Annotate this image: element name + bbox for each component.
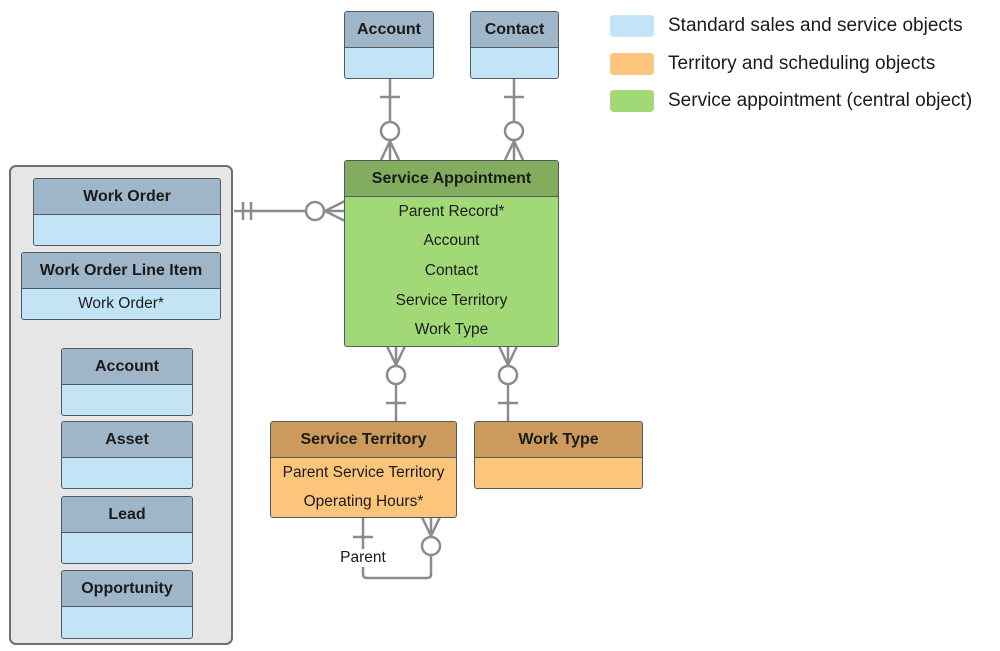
entity-service-territory[interactable]: Service Territory Parent Service Territo… — [270, 421, 457, 518]
entity-title: Work Type — [475, 422, 642, 458]
entity-work-type[interactable]: Work Type — [474, 421, 643, 489]
field-service-territory: Service Territory — [395, 291, 508, 309]
entity-body: Parent Service Territory Operating Hours… — [271, 458, 456, 517]
entity-body: Work Order* — [22, 289, 220, 319]
field-parent-record: Parent Record* — [398, 202, 505, 220]
entity-service-appointment[interactable]: Service Appointment Parent Record* Accou… — [344, 160, 559, 347]
relationship-account-service-appointment — [379, 79, 401, 161]
relationship-service-territory-service-appointment — [385, 345, 407, 421]
entity-title: Lead — [62, 497, 192, 533]
relationship-parent-record-service-appointment — [234, 199, 346, 223]
relationship-work-type-service-appointment — [497, 345, 519, 421]
legend-label: Service appointment (central object) — [668, 90, 973, 111]
entity-title: Account — [62, 349, 192, 385]
legend-item-central: Service appointment (central object) — [610, 89, 972, 113]
legend-label: Standard sales and service objects — [668, 15, 963, 36]
relationship-label-parent: Parent — [334, 549, 392, 567]
legend-item-territory: Territory and scheduling objects — [610, 52, 935, 76]
entity-account[interactable]: Account — [344, 11, 434, 79]
entity-lead[interactable]: Lead — [61, 496, 193, 564]
field-operating-hours: Operating Hours* — [303, 493, 424, 511]
legend-item-standard: Standard sales and service objects — [610, 14, 963, 38]
entity-opportunity[interactable]: Opportunity — [61, 570, 193, 639]
entity-title: Opportunity — [62, 571, 192, 607]
entity-asset[interactable]: Asset — [61, 421, 193, 489]
field-work-type: Work Type — [414, 321, 489, 339]
relationship-contact-service-appointment — [503, 79, 525, 161]
entity-account-parent[interactable]: Account — [61, 348, 193, 416]
legend-label: Territory and scheduling objects — [668, 53, 936, 74]
field-work-order: Work Order* — [78, 294, 164, 312]
entity-title: Asset — [62, 422, 192, 458]
legend-swatch — [610, 53, 654, 75]
entity-title: Service Territory — [271, 422, 456, 458]
entity-title: Contact — [471, 12, 558, 48]
relationship-service-territory-parent — [353, 516, 442, 580]
field-contact: Contact — [424, 261, 479, 279]
legend-swatch — [610, 90, 654, 112]
entity-title: Account — [345, 12, 433, 48]
entity-contact[interactable]: Contact — [470, 11, 559, 79]
entity-work-order[interactable]: Work Order — [33, 178, 221, 246]
field-account: Account — [423, 232, 480, 250]
entity-title: Service Appointment — [345, 161, 558, 197]
field-parent-service-territory: Parent Service Territory — [282, 463, 445, 481]
entity-work-order-line-item[interactable]: Work Order Line Item Work Order* — [21, 252, 221, 320]
legend-swatch — [610, 15, 654, 37]
entity-title: Work Order Line Item — [22, 253, 220, 289]
entity-body: Parent Record* Account Contact Service T… — [345, 197, 558, 345]
entity-title: Work Order — [34, 179, 220, 215]
